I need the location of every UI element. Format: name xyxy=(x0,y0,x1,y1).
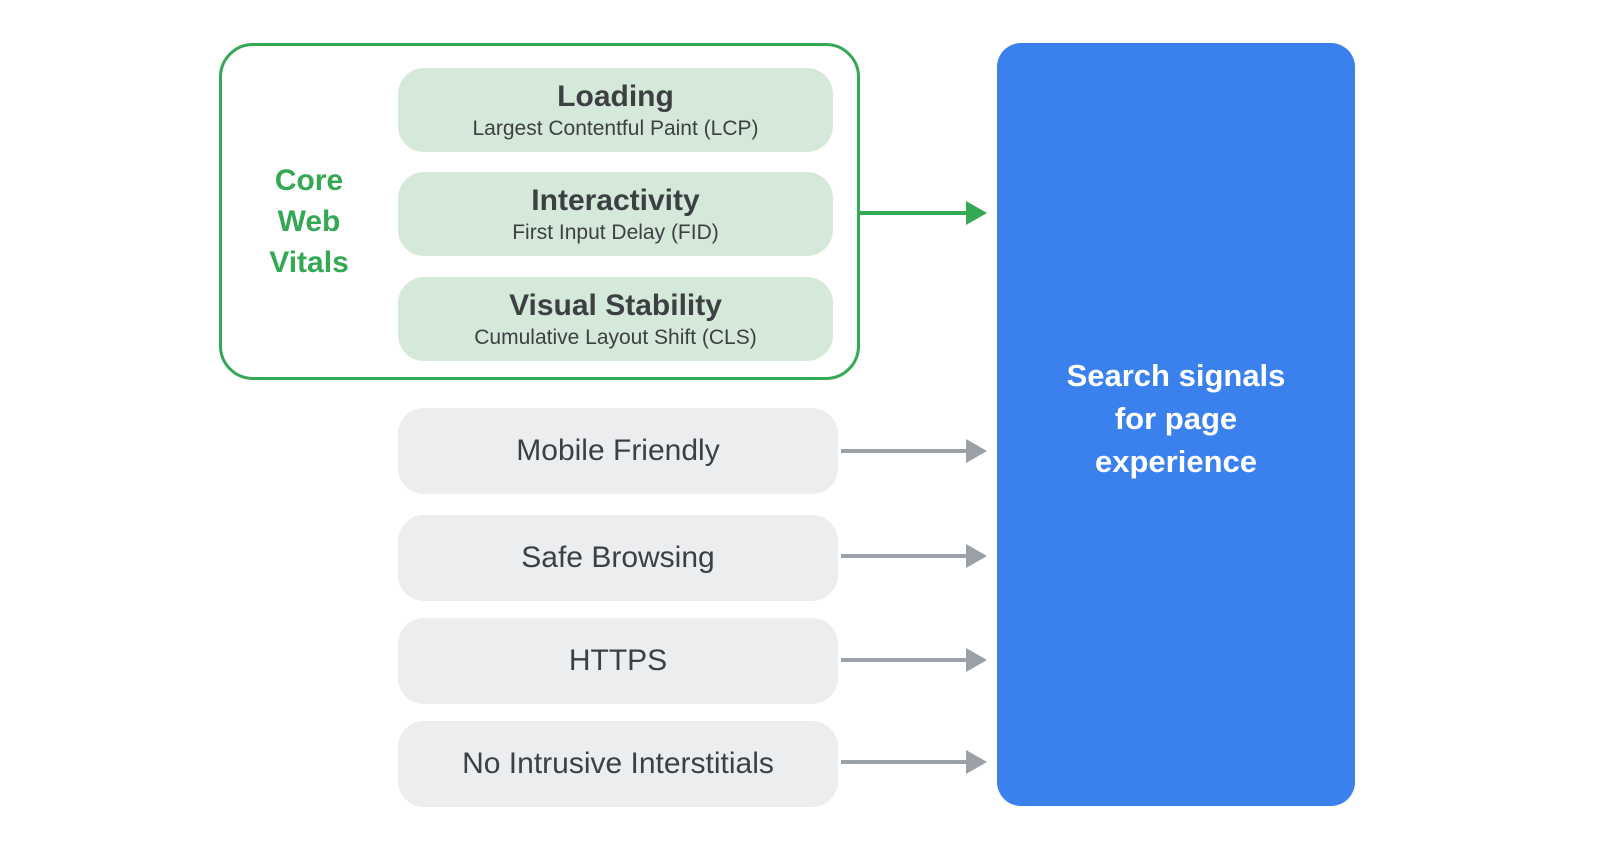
arrow-head-icon xyxy=(966,648,987,672)
arrow-head-icon xyxy=(966,750,987,774)
gray-arrow-safe-browsing-to-target-icon xyxy=(841,544,987,568)
signal-label-safe-browsing: Safe Browsing xyxy=(521,541,715,574)
arrow-shaft xyxy=(841,449,967,453)
signal-title-loading: Loading xyxy=(557,79,674,113)
signal-title-interactivity: Interactivity xyxy=(531,183,700,217)
signal-label-no-intrusive-interstitials: No Intrusive Interstitials xyxy=(462,747,774,780)
signal-card-interactivity: Interactivity First Input Delay (FID) xyxy=(398,172,833,256)
gray-arrow-no-intrusive-interstitials-to-target-icon xyxy=(841,750,987,774)
signal-subtitle-lcp: Largest Contentful Paint (LCP) xyxy=(472,116,759,140)
signal-card-loading: Loading Largest Contentful Paint (LCP) xyxy=(398,68,833,152)
gray-arrow-https-to-target-icon xyxy=(841,648,987,672)
arrow-shaft xyxy=(860,211,967,215)
signal-card-visual-stability: Visual Stability Cumulative Layout Shift… xyxy=(398,277,833,361)
core-web-vitals-label: Core Web Vitals xyxy=(269,164,349,279)
signal-label-https: HTTPS xyxy=(568,644,668,677)
green-arrow-core-web-vitals-to-target-icon xyxy=(860,201,987,225)
signal-label-mobile-friendly: Mobile Friendly xyxy=(516,434,720,467)
search-signals-target-label: Search signals for page experience xyxy=(1066,358,1286,479)
signal-subtitle-fid: First Input Delay (FID) xyxy=(512,220,719,244)
arrow-head-icon xyxy=(966,439,987,463)
gray-arrow-mobile-friendly-to-target-icon xyxy=(841,439,987,463)
signal-card-safe-browsing: Safe Browsing xyxy=(398,515,838,601)
arrow-head-icon xyxy=(966,201,987,225)
signal-card-no-intrusive-interstitials: No Intrusive Interstitials xyxy=(398,721,838,807)
arrow-shaft xyxy=(841,554,967,558)
signal-title-visual-stability: Visual Stability xyxy=(509,288,722,322)
signal-card-mobile-friendly: Mobile Friendly xyxy=(398,408,838,494)
search-signals-target-box: Search signals for page experience xyxy=(997,43,1355,806)
signal-card-https: HTTPS xyxy=(398,618,838,704)
signal-subtitle-cls: Cumulative Layout Shift (CLS) xyxy=(474,325,757,349)
arrow-shaft xyxy=(841,760,967,764)
arrow-head-icon xyxy=(966,544,987,568)
arrow-shaft xyxy=(841,658,967,662)
